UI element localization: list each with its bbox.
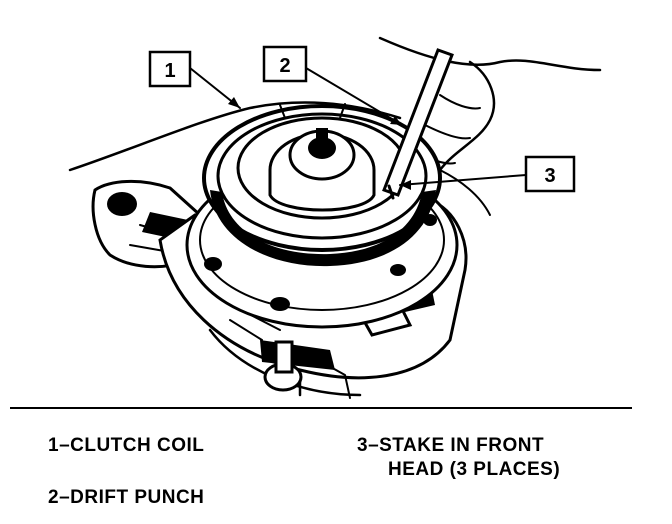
bolt [270, 297, 290, 311]
legend-item-clutch-coil: 1–CLUTCH COIL [48, 435, 205, 456]
callout-2-number: 2 [279, 55, 290, 77]
legend-item-drift-punch: 2–DRIFT PUNCH [48, 487, 205, 508]
legend-item-stake-line1: 3–STAKE IN FRONT [357, 435, 545, 456]
head-bolts [204, 214, 437, 311]
legend-item-stake-line2: HEAD (3 PLACES) [388, 459, 561, 480]
bolt [204, 257, 222, 271]
leader-lines [189, 67, 527, 190]
callout-1-number: 1 [164, 60, 175, 82]
shaft-hub [268, 128, 376, 212]
callout-3: 3 [524, 155, 576, 193]
callout-3-number: 3 [544, 165, 555, 187]
bolt [390, 264, 406, 276]
callout-1: 1 [148, 50, 192, 88]
drift-punch [382, 48, 454, 200]
callout-2: 2 [262, 45, 308, 83]
divider-line [10, 407, 632, 409]
